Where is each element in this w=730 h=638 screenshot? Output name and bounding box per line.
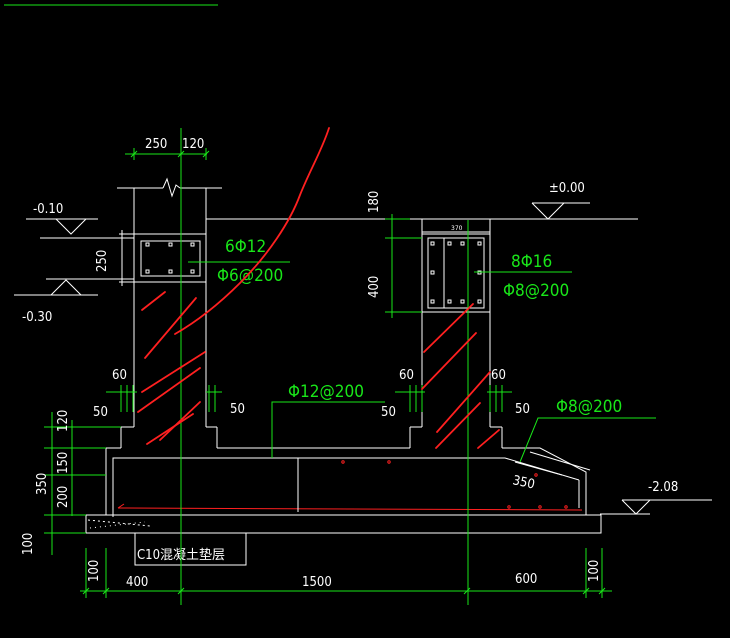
elevation-left-bottom-label: -0.30 — [22, 310, 52, 325]
dim-step-right-inner-b: 50 — [515, 402, 530, 417]
dim-cushion-thick: 100 — [21, 533, 36, 555]
dim-step-left-inner-a: 50 — [93, 405, 108, 420]
left-step-dims: 60 50 50 — [93, 368, 245, 420]
dim-col-left-width: 250 — [145, 137, 167, 152]
dim-footing-seg-mid: 150 — [56, 452, 71, 474]
dim-col-left-offset: 120 — [182, 137, 204, 152]
rebar-leaders — [188, 261, 656, 463]
rebar-left-stirrup: Φ6@200 — [217, 266, 283, 286]
dim-step-left-inner-b: 50 — [230, 402, 245, 417]
dim-beam-right-height: 400 — [367, 276, 382, 298]
left-beam-section — [119, 230, 207, 286]
elevation-footing-bottom: -2.08 — [600, 480, 712, 515]
elevation-left-top-label: -0.10 — [33, 202, 63, 217]
dim-bottom-1500: 1500 — [302, 575, 332, 590]
right-beam-dims: 180 400 — [367, 191, 422, 318]
red-markup-strokes — [137, 127, 500, 449]
dim-step-right-outer-2: 60 — [491, 368, 506, 383]
dim-beam-left-height: 250 — [95, 250, 110, 272]
dim-bottom-400: 400 — [126, 575, 148, 590]
dim-step-right-outer: 60 — [399, 368, 414, 383]
bottom-dims: 100 400 1500 600 100 — [80, 548, 612, 598]
cushion-label: C10混凝土垫层 — [134, 533, 247, 566]
dim-bottom-100-right: 100 — [587, 560, 602, 582]
dim-beam-right-width: 370 — [451, 225, 463, 232]
dim-beam-right-gap: 180 — [367, 191, 382, 213]
rebar-slope: Φ8@200 — [556, 397, 622, 417]
dim-bottom-600: 600 — [515, 572, 537, 587]
elevation-footing-bottom-label: -2.08 — [648, 480, 678, 495]
dim-slope-len: 350 — [511, 473, 536, 492]
right-beam-section: 370 — [421, 225, 491, 313]
slope-dim: 350 — [511, 451, 591, 493]
rebar-left-main: 6Φ12 — [225, 237, 266, 257]
footing-vertical-dims: 120 150 200 350 100 — [21, 410, 121, 555]
left-step-outline — [120, 420, 218, 448]
dim-footing-seg-bot: 200 — [56, 486, 71, 508]
rebar-slab: Φ12@200 — [288, 382, 364, 402]
elevation-left-top: -0.10 — [26, 202, 134, 239]
elevation-right-top-label: ±0.00 — [549, 181, 585, 196]
dim-bottom-100-left: 100 — [87, 560, 102, 582]
dim-step-right-inner-a: 50 — [381, 405, 396, 420]
elevation-left-bottom: -0.30 — [14, 278, 134, 325]
elevation-right-top: ±0.00 — [531, 181, 590, 220]
left-column-dims: 250 120 250 — [95, 137, 210, 272]
right-step-dims: 60 50 50 60 — [381, 368, 530, 420]
rebar-right-main: 8Φ16 — [511, 252, 552, 272]
dim-step-left-outer: 60 — [112, 368, 127, 383]
right-column-outline — [409, 219, 503, 448]
cushion-layer — [85, 514, 602, 534]
dim-footing-seg-top: 120 — [56, 410, 71, 432]
dim-footing-total: 350 — [35, 473, 50, 495]
rebar-right-stirrup: Φ8@200 — [503, 281, 569, 301]
